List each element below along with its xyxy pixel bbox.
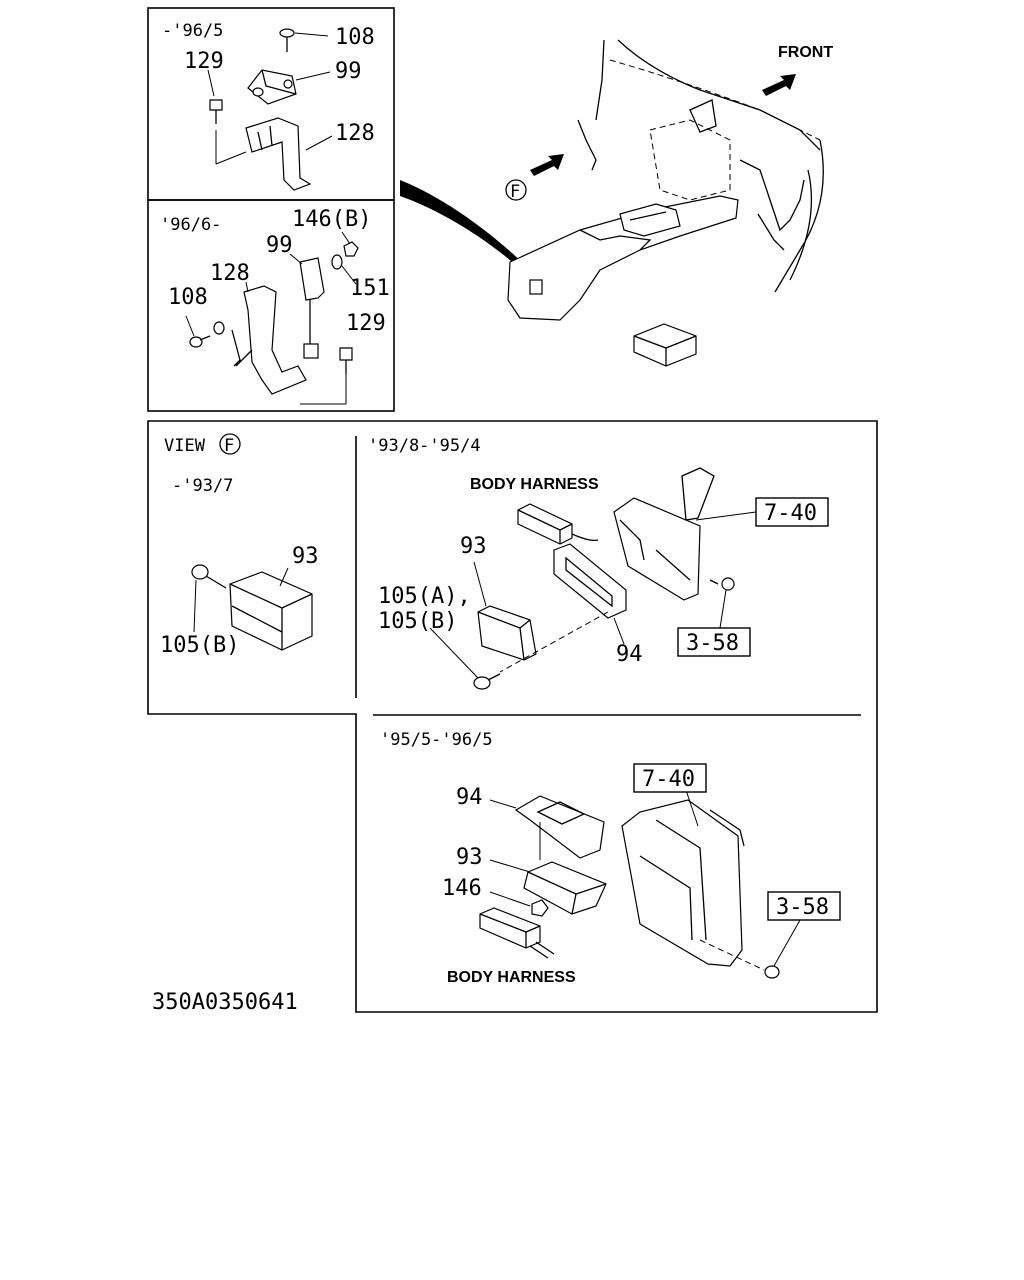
- panel-post-96-6: '96/6- 146(B) 151 99 128 108 1: [147, 199, 395, 412]
- body-harness-label: BODY HARNESS: [470, 476, 599, 493]
- period-label: -'96/5: [162, 21, 223, 41]
- sensor-unit-99: [247, 69, 331, 105]
- lower-frame: [147, 420, 878, 1013]
- nut-146b: [341, 231, 359, 257]
- view-f-marker: [505, 179, 527, 201]
- view-f-letter: F: [510, 182, 520, 202]
- washer-151: [331, 254, 343, 270]
- screw-108: [185, 315, 225, 348]
- bracket-94: [489, 795, 605, 860]
- period-label: -'93/7: [172, 476, 233, 496]
- body-harness-connector: [517, 503, 599, 545]
- drawing-number: 350A0350641: [152, 990, 298, 1015]
- panel-93-8-to-95-4: '93/8-'95/4 BODY HARNESS 93 105(A), 105(…: [368, 436, 829, 690]
- view-f-marker: [219, 433, 241, 455]
- loose-module: [633, 323, 697, 367]
- label-128: 128: [335, 121, 375, 146]
- screw-3-58: [709, 577, 735, 629]
- body-harness-connector: [479, 907, 555, 959]
- period-label: '96/6-: [160, 215, 221, 235]
- view-f-letter: F: [224, 436, 234, 456]
- sensor-99: [289, 253, 325, 359]
- label-129: 129: [346, 311, 386, 336]
- period-label: '95/5-'96/5: [380, 730, 493, 750]
- view-title: VIEW: [164, 436, 206, 456]
- label-105b: 105(B): [378, 609, 457, 634]
- label-128: 128: [210, 261, 250, 286]
- panel-pre-96-5: -'96/5 108 99 129: [147, 7, 395, 201]
- front-label: FRONT: [778, 44, 833, 61]
- screw-108: [279, 28, 329, 52]
- console-bracket: [621, 789, 765, 971]
- front-arrow-icon: [762, 74, 796, 96]
- label-94: 94: [456, 785, 483, 810]
- control-unit-93: [229, 567, 313, 651]
- bolt-105b: [191, 564, 227, 633]
- panel-95-5-to-96-5: '95/5-'96/5 94 93 146 BODY HARNESS: [380, 730, 841, 986]
- bracket-128: [231, 281, 307, 395]
- direction-arrow-icon: [530, 154, 564, 176]
- bolt-129: [207, 69, 223, 124]
- panel-view-f: VIEW F -'93/7 93 105(B): [160, 433, 319, 658]
- control-unit-93: [489, 859, 607, 915]
- screw-3-58: [764, 919, 801, 979]
- label-93: 93: [292, 544, 319, 569]
- bracket-128: [215, 117, 333, 191]
- label-129: 129: [184, 49, 224, 74]
- ref-7-40: 7-40: [642, 767, 695, 792]
- bolt-129: [300, 347, 353, 405]
- console-bracket: [613, 467, 757, 601]
- ref-box-7-40: [633, 763, 707, 793]
- label-146: 146: [442, 876, 482, 901]
- vehicle-console-overview: FRONT F: [505, 39, 833, 367]
- control-unit-93: [473, 561, 537, 661]
- ref-box-7-40: [755, 497, 829, 527]
- bolt-105: [429, 627, 501, 690]
- label-93: 93: [460, 534, 487, 559]
- label-99: 99: [266, 233, 293, 258]
- label-151: 151: [350, 276, 390, 301]
- ref-3-58: 3-58: [776, 895, 829, 920]
- callout-swoosh: [400, 180, 530, 276]
- period-label: '93/8-'95/4: [368, 436, 481, 456]
- label-108: 108: [168, 285, 208, 310]
- label-94: 94: [616, 642, 643, 667]
- bracket-94: [499, 543, 627, 673]
- body-harness-label: BODY HARNESS: [447, 969, 576, 986]
- label-108: 108: [335, 25, 375, 50]
- label-99: 99: [335, 59, 362, 84]
- label-105b: 105(B): [160, 633, 239, 658]
- ref-7-40: 7-40: [764, 501, 817, 526]
- ref-box-3-58: [767, 891, 841, 921]
- ref-3-58: 3-58: [686, 631, 739, 656]
- label-93: 93: [456, 845, 483, 870]
- label-105a: 105(A),: [378, 584, 471, 609]
- label-146b: 146(B): [292, 207, 371, 232]
- nut-146: [489, 891, 549, 917]
- ref-box-3-58: [677, 627, 751, 657]
